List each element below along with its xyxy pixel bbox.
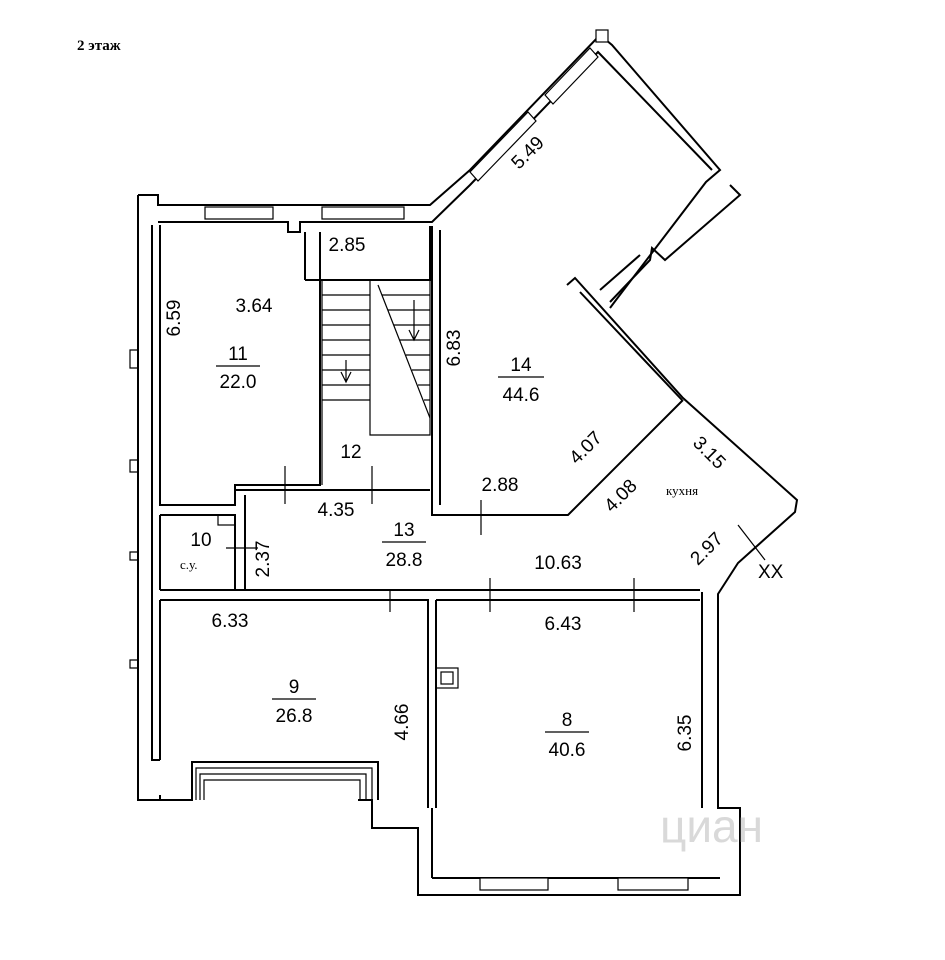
- dim-2-85: 2.85: [329, 235, 366, 256]
- room-14-area: 44.6: [503, 385, 540, 406]
- door-marks: [226, 466, 766, 612]
- room-9-number: 9: [289, 677, 300, 698]
- dim-2-37: 2.37: [253, 541, 274, 578]
- room-9-area: 26.8: [276, 706, 313, 727]
- dim-4-66: 4.66: [392, 704, 413, 741]
- staircase: [322, 284, 431, 419]
- dim-3-15: 3.15: [688, 433, 729, 474]
- wall-marks: [129, 349, 138, 669]
- dimensions: 2.85 6.59 3.64 6.83 5.49 4.07 3.15 4.35 …: [164, 133, 729, 752]
- dim-4-08: 4.08: [601, 476, 642, 517]
- outer-walls: [137, 33, 799, 896]
- dim-4-07: 4.07: [566, 428, 607, 469]
- room-13-area: 28.8: [386, 550, 423, 571]
- dim-2-88: 2.88: [482, 475, 519, 496]
- dim-2-97: 2.97: [687, 529, 728, 570]
- room-14-number: 14: [510, 355, 532, 376]
- interior-walls: [159, 225, 700, 808]
- room-11-area: 22.0: [220, 372, 257, 393]
- room-11-number: 11: [228, 344, 248, 365]
- room-10-note: с.у.: [180, 557, 197, 572]
- section-mark: XX: [758, 562, 784, 583]
- room-10-number: 10: [190, 530, 211, 551]
- dim-4-35: 4.35: [318, 500, 355, 521]
- floor-title: 2 этаж: [77, 38, 121, 54]
- room-8-area: 40.6: [549, 740, 586, 761]
- dim-6-33: 6.33: [212, 611, 249, 632]
- dim-6-35: 6.35: [675, 715, 696, 752]
- watermark: циан: [660, 800, 763, 852]
- dim-10-63: 10.63: [534, 553, 582, 574]
- room-12-number: 12: [340, 442, 361, 463]
- room-labels: 11 22.0 14 44.6 12 13 28.8 10 с.у. 9 26.…: [180, 344, 784, 761]
- room-13-number: 13: [393, 520, 414, 541]
- room-8-number: 8: [562, 710, 573, 731]
- kitchen-label: кухня: [666, 483, 698, 498]
- dim-3-64: 3.64: [236, 296, 273, 317]
- dim-6-83: 6.83: [444, 330, 465, 367]
- dim-6-59: 6.59: [164, 300, 185, 337]
- windows: [204, 29, 689, 891]
- dim-6-43: 6.43: [545, 614, 582, 635]
